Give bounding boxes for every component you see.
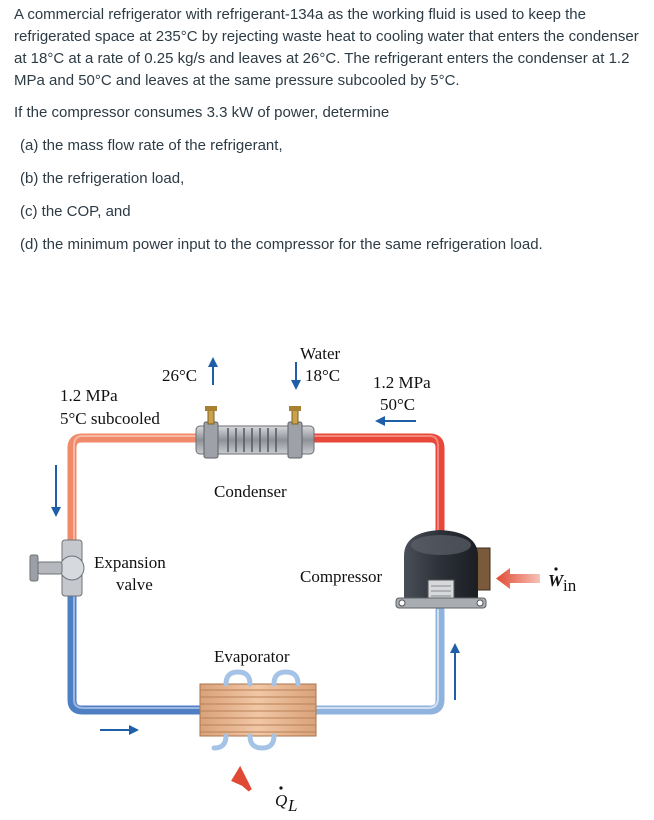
heat-symbol: Q — [275, 791, 287, 810]
expansion-valve-label-2: valve — [116, 575, 153, 594]
problem-statement: A commercial refrigerator with refrigera… — [14, 4, 644, 267]
part-b: (b) the refrigeration load, — [20, 170, 185, 187]
condenser-out-pressure: 1.2 MPa — [60, 386, 118, 405]
work-subscript: in — [563, 576, 577, 595]
compressor-label: Compressor — [300, 567, 383, 586]
part-a: (a) the mass flow rate of the refrigeran… — [20, 137, 283, 154]
heat-subscript: L — [287, 796, 297, 815]
diagram-labels: Water 18°C 26°C 1.2 MPa 50°C 1.2 MPa 5°C… — [60, 344, 577, 815]
problem-question: If the compressor consumes 3.3 kW of pow… — [14, 104, 390, 121]
flow-arrows — [51, 357, 460, 735]
part-d: (d) the minimum power input to the compr… — [20, 236, 543, 253]
heat-input-arrow — [231, 765, 252, 792]
condenser-in-pressure: 1.2 MPa — [373, 373, 431, 392]
condenser — [195, 406, 315, 459]
water-out-temp: 26°C — [162, 366, 197, 385]
water-in-temp: 18°C — [305, 366, 340, 385]
liquid-pipe — [67, 433, 205, 545]
refrigeration-cycle-diagram: Water 18°C 26°C 1.2 MPa 50°C 1.2 MPa 5°C… — [29, 344, 577, 815]
expansion-valve — [29, 539, 85, 597]
heat-load-label: Q L — [275, 786, 297, 815]
suction-pipe — [311, 605, 445, 715]
evaporator-label: Evaporator — [214, 647, 290, 666]
condenser-in-temp: 50°C — [380, 395, 415, 414]
condenser-label: Condenser — [214, 482, 287, 501]
work-symbol: W — [548, 571, 565, 590]
condenser-out-state: 5°C subcooled — [60, 409, 160, 428]
cold-pipe — [67, 591, 205, 715]
evaporator — [199, 669, 317, 751]
water-label: Water — [300, 344, 340, 363]
expansion-valve-label-1: Expansion — [94, 553, 166, 572]
work-input-arrow — [496, 568, 540, 589]
work-input-label: W in — [548, 567, 577, 595]
discharge-pipe — [301, 433, 445, 545]
part-c: (c) the COP, and — [20, 203, 131, 220]
pipe-network — [67, 433, 445, 715]
problem-intro: A commercial refrigerator with refrigera… — [14, 6, 639, 89]
compressor — [395, 530, 491, 609]
